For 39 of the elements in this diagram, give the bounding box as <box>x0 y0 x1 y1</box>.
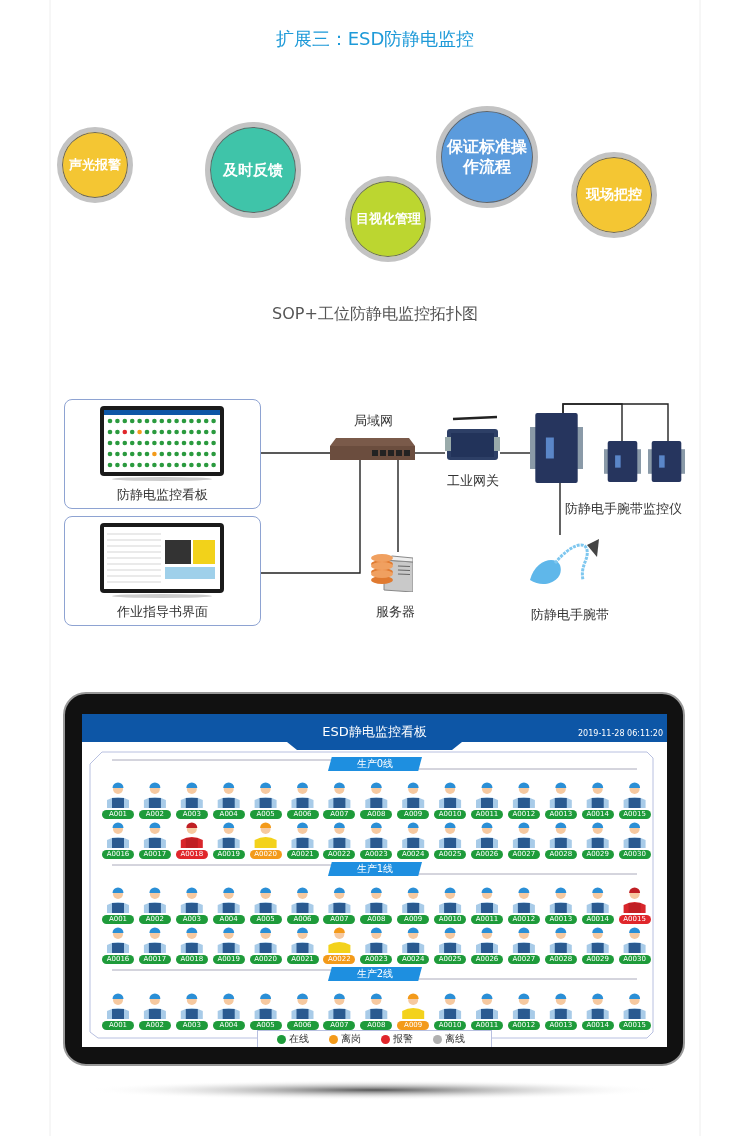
legend-label: 在线 <box>289 1032 309 1046</box>
circle-label: 现场把控 <box>584 186 643 204</box>
line-banner: 生产0线 <box>328 757 422 771</box>
connector-line <box>562 403 669 442</box>
device-label: 防静电手腕带 <box>530 606 610 624</box>
display-panel <box>64 399 261 509</box>
connector-line <box>499 452 531 454</box>
panel-label: 防静电监控看板 <box>116 486 209 504</box>
connector-line <box>260 459 361 574</box>
monitor-device-drawing <box>604 441 641 482</box>
monitor-device-drawing <box>530 413 583 483</box>
router-drawing <box>330 438 415 460</box>
circle-label: 保证标准操作流程 <box>445 137 528 177</box>
line-banner: 生产1线 <box>328 862 422 876</box>
display-panel <box>64 516 261 626</box>
circle-label: 声光报警 <box>68 156 122 174</box>
device-label: 服务器 <box>374 603 416 621</box>
connector-line <box>414 452 446 454</box>
line-banner: 生产2线 <box>328 967 422 981</box>
connector-line <box>260 452 331 454</box>
device-label: 防静电手腕带监控仪 <box>563 500 683 518</box>
dashboard-screen <box>82 714 667 1047</box>
legend-label: 离岗 <box>341 1032 361 1046</box>
page-title: 扩展三：ESD防静电监控 <box>274 27 476 51</box>
dashboard-title: ESD静电监控看板 <box>321 723 428 741</box>
gateway-drawing <box>445 415 500 462</box>
legend-label: 报警 <box>393 1032 413 1046</box>
circle-label: 及时反馈 <box>222 160 284 180</box>
legend-label: 离线 <box>445 1032 465 1046</box>
device-label: 局域网 <box>352 412 394 430</box>
circle-label: 目视化管理 <box>354 210 422 228</box>
server-drawing <box>370 552 413 592</box>
device-label: 工业网关 <box>446 472 500 490</box>
diagram-subtitle: SOP+工位防静电监控拓扑图 <box>271 304 479 325</box>
panel-label: 作业指导书界面 <box>116 603 209 621</box>
timestamp: 2019-11-28 06:11:20 <box>578 729 663 738</box>
connector-line <box>397 459 399 553</box>
monitor-device-drawing <box>648 441 685 482</box>
connector-line <box>559 482 561 536</box>
